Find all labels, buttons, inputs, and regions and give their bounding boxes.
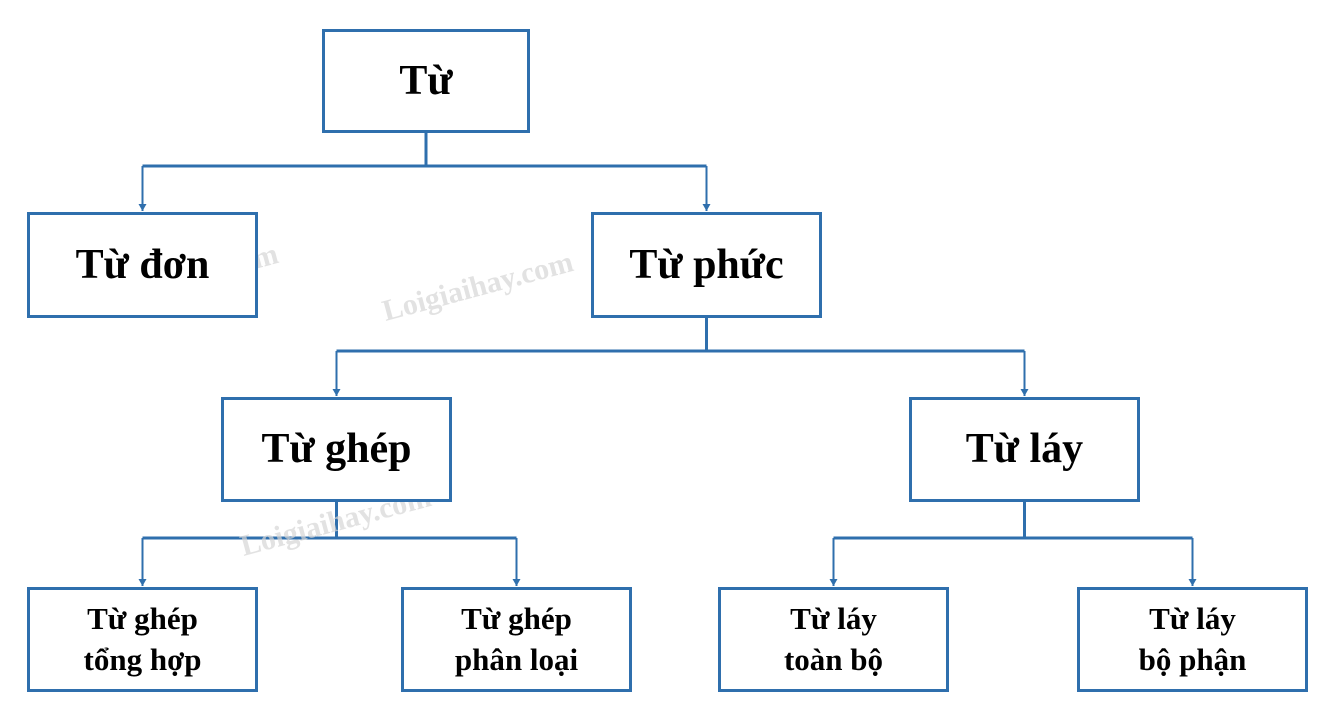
node-tu-ghep-tong-hop: Từ ghép tổng hợp (27, 587, 258, 692)
node-tu: Từ (322, 29, 530, 133)
edge-layer (138, 133, 1197, 586)
node-label-line2: toàn bộ (783, 641, 884, 677)
node-label-line2: phân loại (454, 641, 579, 677)
node-label: Từ láy (965, 426, 1084, 473)
node-label-line2: bộ phận (1138, 641, 1247, 677)
node-tu-ghep-phan-loai: Từ ghép phân loại (401, 587, 632, 692)
node-label: Từ đơn (75, 241, 210, 288)
node-tu-lay-toan-bo: Từ láy toàn bộ (718, 587, 949, 692)
node-label-line2: tổng hợp (83, 641, 202, 677)
node-tu-ghep: Từ ghép (221, 397, 452, 502)
node-label-line1: Từ láy (790, 600, 877, 636)
node-tu-lay-bo-phan: Từ láy bộ phận (1077, 587, 1308, 692)
node-label-line1: Từ ghép (461, 600, 572, 636)
node-label: Từ (399, 57, 453, 104)
node-tu-phuc: Từ phức (591, 212, 822, 318)
node-label: Từ phức (629, 241, 784, 288)
node-tu-don: Từ đơn (27, 212, 258, 318)
node-label-line1: Từ ghép (87, 600, 198, 636)
node-tu-lay: Từ láy (909, 397, 1140, 502)
node-label-line1: Từ láy (1149, 600, 1236, 636)
node-label: Từ ghép (261, 426, 412, 473)
